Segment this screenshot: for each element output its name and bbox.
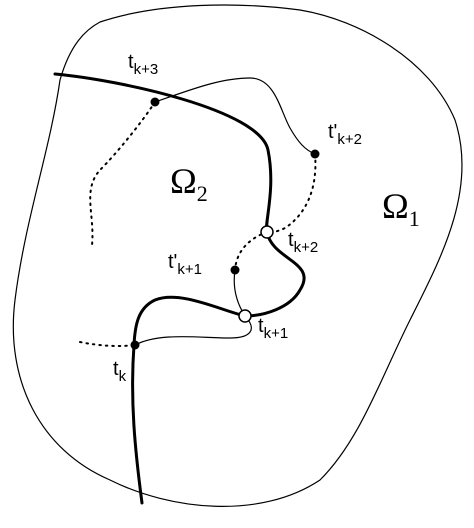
label-tk3: tk+3	[128, 51, 158, 78]
thin-inner-curve	[154, 77, 316, 155]
dotted-curve-middle	[234, 231, 268, 271]
point-tk3	[150, 97, 160, 107]
label-tk1: tk+1	[258, 315, 288, 342]
dotted-curve-right	[266, 153, 317, 234]
label-tpk2: t'k+2	[328, 121, 362, 148]
label-omega1: Ω1	[382, 186, 420, 231]
label-tk: tk	[113, 358, 127, 385]
thick-interface-curve	[53, 72, 306, 505]
point-tk1	[238, 309, 252, 323]
dotted-curve-top	[89, 101, 156, 246]
label-omega2: Ω2	[170, 161, 208, 206]
point-tk	[130, 340, 140, 350]
dotted-curve-left	[79, 341, 136, 347]
thin-connector-curve	[134, 269, 252, 346]
outer-boundary	[12, 4, 463, 507]
label-tk2: tk+2	[288, 229, 318, 256]
point-tk2	[260, 225, 274, 239]
label-tpk1: t'k+1	[168, 251, 202, 278]
point-tpk2	[310, 149, 320, 159]
point-tpk1	[230, 265, 240, 275]
